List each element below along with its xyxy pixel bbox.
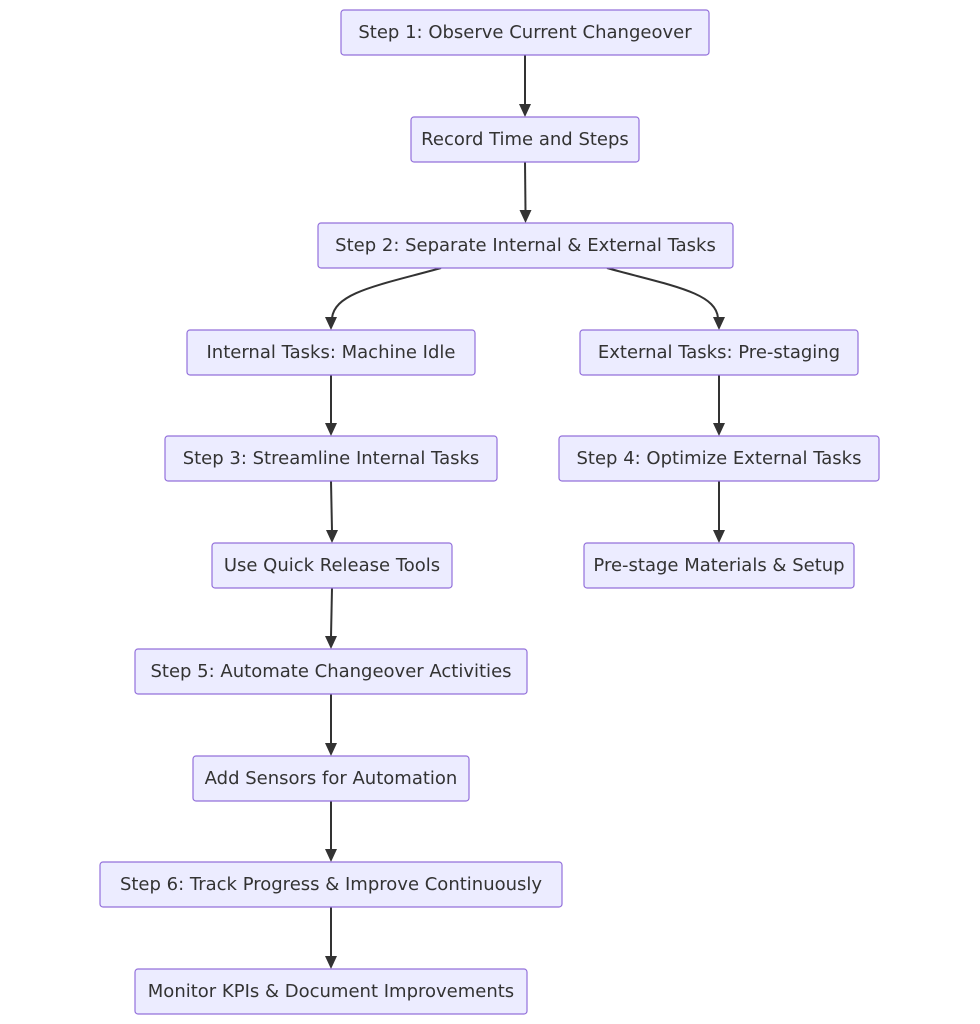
- node-box: [410, 116, 640, 163]
- node-box: [317, 222, 734, 269]
- node-label: Monitor KPIs & Document Improvements: [148, 981, 514, 1002]
- node-optimize: Step 4: Optimize External Tasks: [558, 435, 880, 482]
- node-label: Add Sensors for Automation: [205, 768, 458, 789]
- edge-sensors-to-track: [325, 801, 337, 862]
- node-label: Step 5: Automate Changeover Activities: [150, 661, 511, 682]
- node-box: [164, 435, 498, 482]
- edge-separate-to-external: [606, 267, 725, 330]
- node-streamline: Step 3: Streamline Internal Tasks: [164, 435, 498, 482]
- node-box: [211, 542, 453, 589]
- node-track: Step 6: Track Progress & Improve Continu…: [99, 861, 563, 908]
- node-label: Step 6: Track Progress & Improve Continu…: [120, 874, 542, 895]
- edge-streamline-to-quick-release: [326, 480, 338, 543]
- node-monitor: Monitor KPIs & Document Improvements: [134, 968, 528, 1015]
- node-label: Step 2: Separate Internal & External Tas…: [335, 235, 716, 256]
- node-label: Step 1: Observe Current Changeover: [358, 22, 692, 43]
- node-box: [558, 435, 880, 482]
- node-external: External Tasks: Pre-staging: [579, 329, 859, 376]
- node-quick-release: Use Quick Release Tools: [211, 542, 453, 589]
- edge-observe-to-record: [519, 55, 531, 117]
- node-box: [134, 648, 528, 695]
- node-box: [134, 968, 528, 1015]
- edge-track-to-monitor: [325, 907, 337, 969]
- node-automate: Step 5: Automate Changeover Activities: [134, 648, 528, 695]
- node-box: [579, 329, 859, 376]
- node-label: Step 4: Optimize External Tasks: [576, 448, 861, 469]
- edges-layer: [325, 55, 725, 969]
- edge-external-to-optimize: [713, 375, 725, 436]
- node-label: Record Time and Steps: [421, 129, 629, 150]
- edge-automate-to-sensors: [325, 694, 337, 756]
- edge-optimize-to-prestage: [713, 481, 725, 543]
- node-internal: Internal Tasks: Machine Idle: [186, 329, 476, 376]
- edge-record-to-separate: [519, 161, 532, 223]
- node-box: [583, 542, 855, 589]
- node-label: Internal Tasks: Machine Idle: [207, 342, 456, 363]
- node-box: [99, 861, 563, 908]
- node-label: Use Quick Release Tools: [224, 555, 440, 576]
- nodes-layer: Step 1: Observe Current ChangeoverRecord…: [99, 9, 880, 1015]
- node-label: Pre-stage Materials & Setup: [593, 555, 844, 576]
- node-label: Step 3: Streamline Internal Tasks: [183, 448, 480, 469]
- node-box: [192, 755, 470, 802]
- edge-internal-to-streamline: [325, 375, 337, 436]
- node-prestage: Pre-stage Materials & Setup: [583, 542, 855, 589]
- node-box: [340, 9, 710, 56]
- edge-separate-to-internal: [325, 267, 442, 330]
- node-separate: Step 2: Separate Internal & External Tas…: [317, 222, 734, 269]
- edge-quick-release-to-automate: [325, 587, 337, 649]
- node-observe: Step 1: Observe Current Changeover: [340, 9, 710, 56]
- node-record: Record Time and Steps: [410, 116, 640, 163]
- node-sensors: Add Sensors for Automation: [192, 755, 470, 802]
- node-label: External Tasks: Pre-staging: [598, 342, 840, 363]
- node-box: [186, 329, 476, 376]
